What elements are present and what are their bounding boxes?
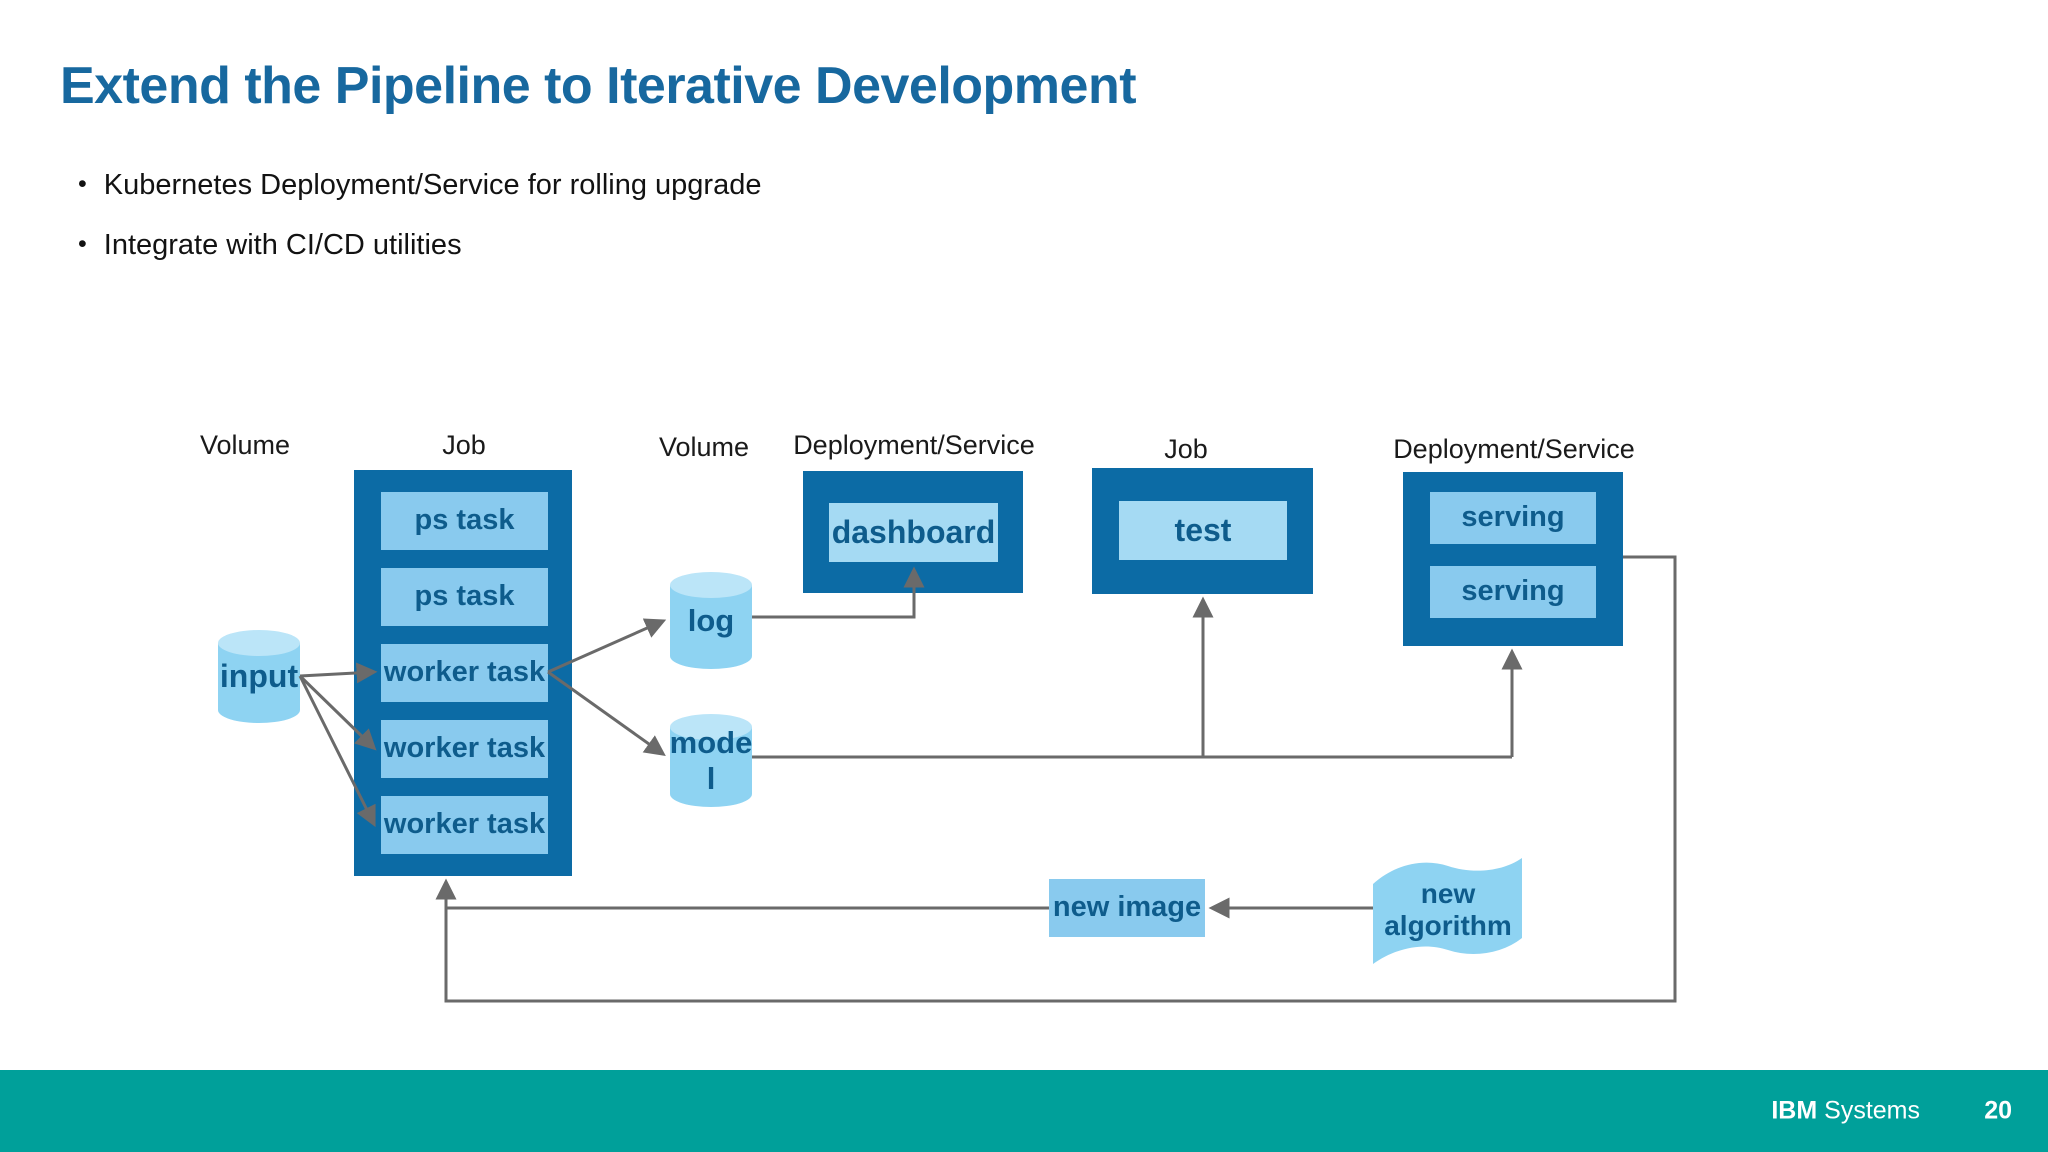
serving-2-box — [1430, 566, 1596, 618]
bullet-list: Kubernetes Deployment/Service for rollin… — [78, 168, 762, 288]
label-job-1: Job — [442, 430, 486, 460]
log-label: log — [687, 602, 735, 638]
serving-1-label: serving — [1461, 501, 1565, 534]
worker-task-1-box — [381, 644, 548, 702]
page-title: Extend the Pipeline to Iterative Develop… — [60, 57, 1137, 115]
worker-task-3-label: worker task — [383, 808, 546, 841]
worker-task-1-label: worker task — [383, 656, 546, 689]
test-box — [1119, 501, 1287, 560]
arrow-worker-to-model — [547, 670, 666, 757]
worker-task-3-box — [381, 796, 548, 854]
worker-task-2-label: worker task — [383, 732, 546, 765]
ps-task-2-box — [381, 568, 548, 626]
dashboard-label: dashboard — [831, 514, 996, 551]
log-cylinder — [670, 572, 752, 669]
arrow-worker-to-log — [547, 618, 667, 674]
input-cylinder — [218, 630, 300, 723]
arrow-log-to-dashboard — [752, 566, 925, 619]
input-label: input — [219, 658, 299, 695]
model-cylinder — [670, 714, 752, 807]
new-algorithm-label: new algorithm — [1384, 877, 1512, 941]
label-job-2: Job — [1164, 434, 1208, 464]
worker-task-2-box — [381, 720, 548, 778]
arrow-input-to-worker-1 — [299, 662, 378, 684]
label-volume-1: Volume — [199, 430, 291, 460]
arrow-serving-loop-to-job — [435, 555, 1677, 1003]
arrow-input-to-worker-2 — [298, 674, 377, 751]
footer-bar: IBM Systems 20 — [0, 1070, 2048, 1152]
new-algorithm-ribbon — [1373, 858, 1522, 964]
dashboard-box — [829, 503, 998, 562]
brand-text: IBM Systems — [1771, 1097, 1920, 1126]
model-label: model — [669, 724, 753, 796]
serving-2-label: serving — [1461, 575, 1565, 608]
bullet-item: Kubernetes Deployment/Service for rollin… — [78, 168, 762, 203]
brand-regular: Systems — [1824, 1096, 1920, 1125]
ps-task-1-label: ps task — [414, 504, 515, 537]
label-deployment-service-1: Deployment/Service — [793, 430, 1035, 460]
page-number: 20 — [1984, 1096, 2012, 1125]
test-label: test — [1174, 512, 1232, 549]
new-image-box — [1049, 879, 1205, 937]
serving-1-box — [1430, 492, 1596, 544]
bullet-item: Integrate with CI/CD utilities — [78, 228, 761, 263]
brand-bold: IBM — [1771, 1096, 1818, 1125]
label-volume-2: Volume — [658, 432, 750, 462]
ps-task-2-label: ps task — [414, 580, 515, 613]
label-deployment-service-2: Deployment/Service — [1393, 434, 1635, 464]
new-image-label: new image — [1052, 891, 1202, 924]
ps-task-1-box — [381, 492, 548, 550]
arrow-input-to-worker-3 — [298, 675, 376, 828]
